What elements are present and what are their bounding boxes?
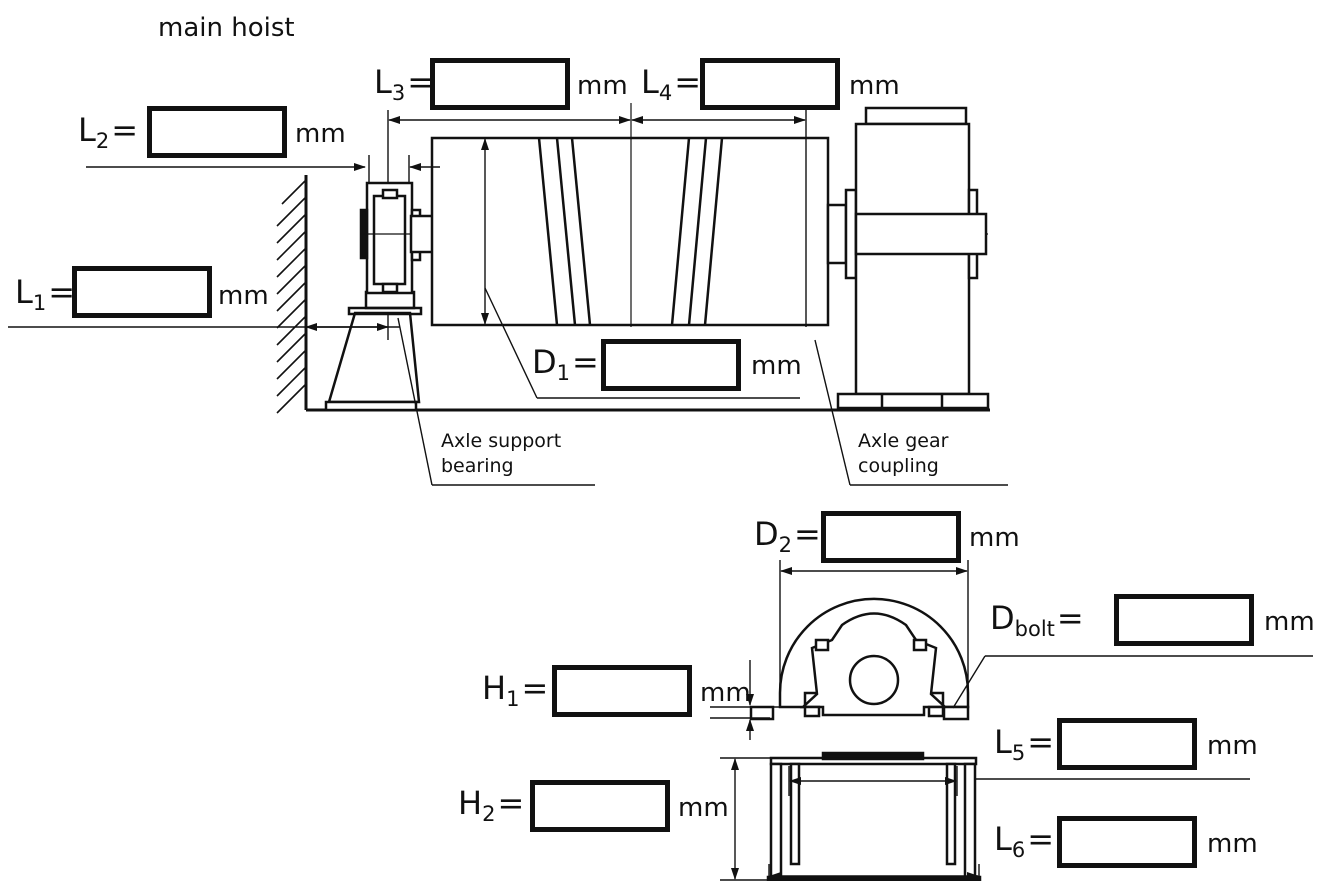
l3-unit: mm	[577, 71, 628, 101]
l6-input[interactable]	[1057, 816, 1197, 868]
l5-input[interactable]	[1057, 718, 1197, 770]
dbolt-unit: mm	[1264, 607, 1315, 637]
h2-unit: mm	[678, 793, 729, 823]
label-l6: L6=	[994, 820, 1055, 862]
d1-unit: mm	[751, 351, 802, 381]
dbolt-input[interactable]	[1114, 594, 1254, 646]
l2-input[interactable]	[147, 106, 287, 158]
gearbox	[826, 106, 990, 410]
l1-unit: mm	[218, 281, 269, 311]
d1-input[interactable]	[601, 339, 741, 391]
l6-unit: mm	[1207, 829, 1258, 859]
d2-unit: mm	[969, 523, 1020, 553]
label-l3: L3=	[374, 63, 435, 105]
h2-input[interactable]	[530, 780, 670, 832]
label-l2: L2=	[78, 111, 139, 153]
label-l1: L1=	[15, 273, 76, 315]
h1-input[interactable]	[552, 665, 692, 717]
d2-input[interactable]	[821, 511, 961, 563]
label-l5: L5=	[994, 723, 1055, 765]
label-h2: H2=	[458, 784, 525, 826]
end-view-bearing-block	[749, 612, 970, 721]
l5-unit: mm	[1207, 731, 1258, 761]
diagram-title: main hoist	[158, 13, 295, 43]
h1-unit: mm	[700, 678, 751, 708]
wall-hatching	[276, 175, 308, 414]
dimension-lines-top	[8, 110, 1008, 486]
l2-unit: mm	[295, 119, 346, 149]
bearing-pedestal	[324, 290, 423, 412]
drum	[430, 136, 830, 327]
drum-grooves	[537, 137, 724, 326]
bearing-housing	[359, 181, 422, 295]
label-h1: H1=	[482, 669, 549, 711]
l4-unit: mm	[849, 71, 900, 101]
label-d2: D2=	[754, 515, 821, 557]
axle-gear-coupling-note: Axle gear coupling	[858, 430, 949, 477]
l4-input[interactable]	[700, 58, 840, 110]
drum-shaft-left	[409, 214, 436, 254]
l3-input[interactable]	[430, 58, 570, 110]
label-dbolt: Dbolt=	[990, 599, 1084, 641]
dimension-lines-bottom	[710, 560, 1313, 881]
l1-input[interactable]	[72, 266, 212, 318]
label-l4: L4=	[641, 63, 702, 105]
end-view-base	[766, 751, 982, 881]
axle-support-bearing-note: Axle support bearing	[441, 430, 562, 477]
label-d1: D1=	[532, 343, 599, 385]
